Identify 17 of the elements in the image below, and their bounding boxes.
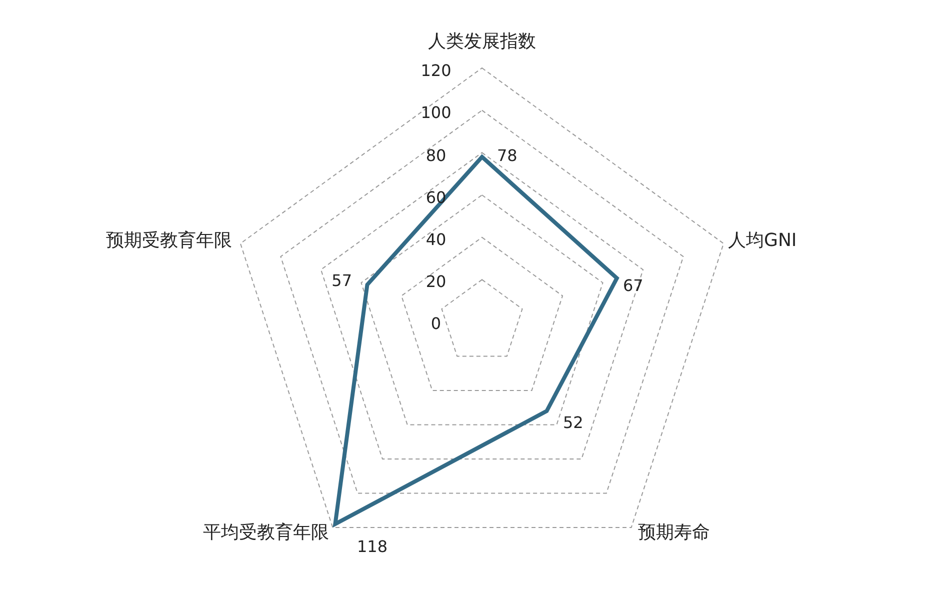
axis-label: 预期受教育年限	[106, 230, 232, 251]
tick-label: 60	[426, 188, 446, 207]
tick-label: 0	[430, 314, 442, 333]
data-label: 52	[563, 413, 584, 432]
data-label: 78	[497, 146, 518, 165]
axis-label: 预期寿命	[638, 522, 710, 543]
axis-label: 人均GNI	[728, 230, 797, 251]
axis-label: 平均受教育年限	[203, 522, 329, 543]
data-label: 118	[357, 537, 388, 556]
tick-label: 100	[420, 103, 452, 122]
tick-label: 20	[426, 272, 446, 291]
axis-label: 人类发展指数	[428, 31, 536, 52]
data-label: 57	[332, 271, 352, 290]
data-label: 67	[623, 276, 644, 295]
tick-label: 40	[426, 230, 446, 249]
tick-label: 120	[420, 61, 452, 80]
tick-label: 80	[426, 146, 446, 165]
